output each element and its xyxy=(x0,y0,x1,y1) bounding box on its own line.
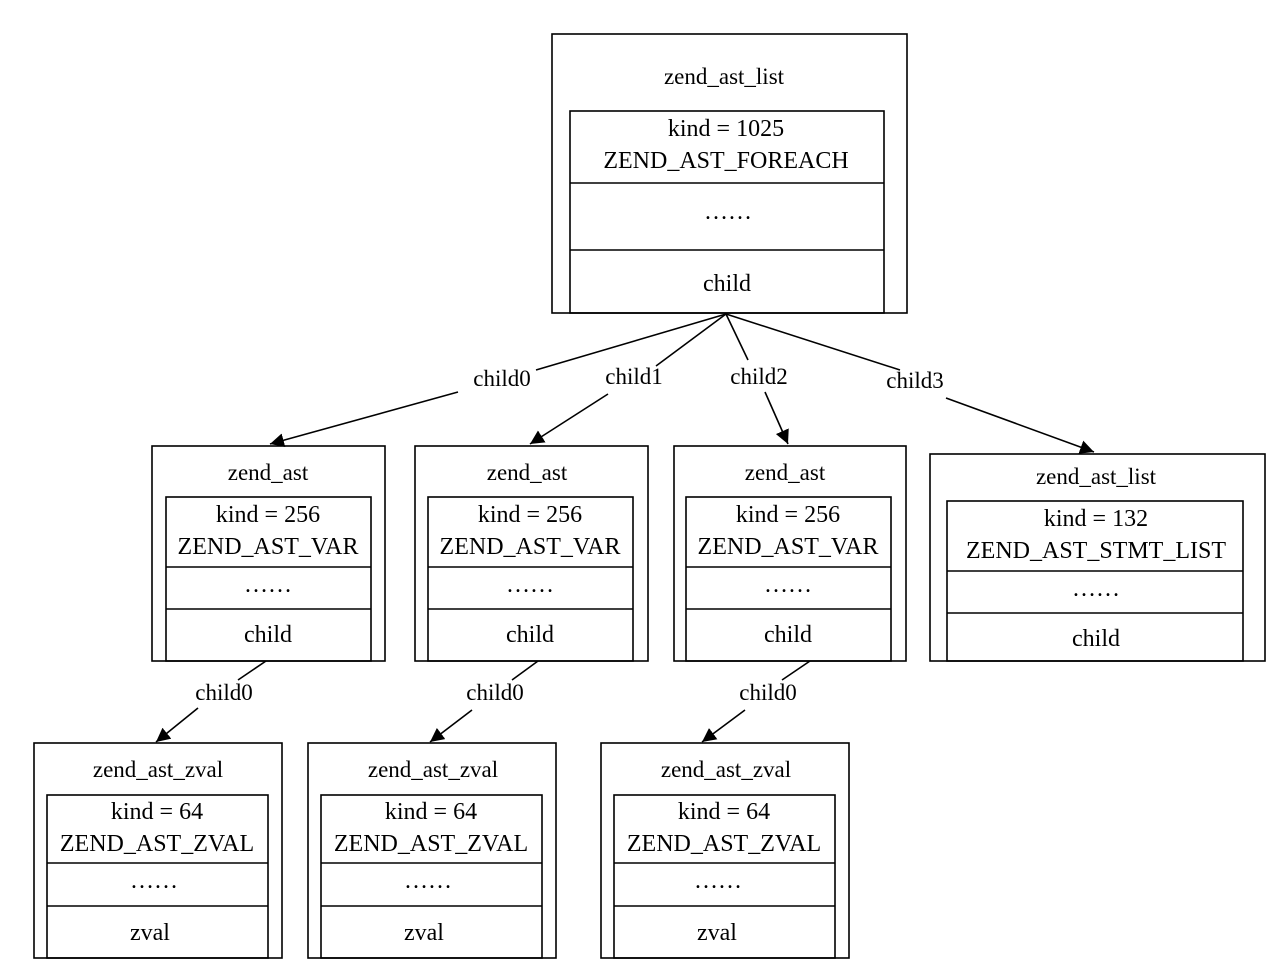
node-zval0-title: zend_ast_zval xyxy=(93,757,223,782)
node-list3 xyxy=(929,453,1266,662)
node-zval2 xyxy=(600,742,850,959)
edge-var2-zval2 xyxy=(781,660,811,681)
edge-var1-zval1 xyxy=(511,660,539,681)
edge-var0-zval0-arrow xyxy=(155,707,199,743)
edge-var0-zval0 xyxy=(237,660,267,681)
node-var0-title: zend_ast xyxy=(228,460,309,485)
edge-label-var1-child0: child0 xyxy=(466,680,524,705)
edge-label-child3: child3 xyxy=(886,368,944,393)
node-var1 xyxy=(414,445,649,662)
node-var1-title: zend_ast xyxy=(487,460,568,485)
edge-root-var0 xyxy=(535,313,727,371)
node-root-child: child xyxy=(703,271,751,297)
node-zval0-zval: zval xyxy=(130,920,170,946)
edge-label-child2: child2 xyxy=(730,364,788,389)
edge-root-var1 xyxy=(655,313,727,367)
node-var1-kind: kind = 256 xyxy=(478,502,582,528)
node-zval1-kind-name: ZEND_AST_ZVAL xyxy=(334,831,528,857)
node-var2-child: child xyxy=(764,622,812,648)
node-var2-kind-name: ZEND_AST_VAR xyxy=(698,534,879,560)
node-var0-dots: …… xyxy=(244,572,292,598)
node-zval1-title: zend_ast_zval xyxy=(368,757,498,782)
edge-root-list3 xyxy=(725,313,901,371)
node-root-kind-name: ZEND_AST_FOREACH xyxy=(603,148,848,174)
node-root-dots: …… xyxy=(704,199,752,225)
node-zval0 xyxy=(33,742,283,959)
edge-root-var2-arrow xyxy=(764,391,789,445)
node-var1-dots: …… xyxy=(506,572,554,598)
edge-var2-zval2-arrow xyxy=(701,709,746,743)
edge-label-var0-child0: child0 xyxy=(195,680,253,705)
node-zval1-dots: …… xyxy=(404,868,452,894)
node-zval1 xyxy=(307,742,557,959)
node-var2 xyxy=(673,445,907,662)
node-list3-kind-name: ZEND_AST_STMT_LIST xyxy=(966,538,1226,564)
node-zval2-title: zend_ast_zval xyxy=(661,757,791,782)
node-var2-dots: …… xyxy=(764,572,812,598)
node-zval1-kind: kind = 64 xyxy=(385,799,477,825)
node-var2-title: zend_ast xyxy=(745,460,826,485)
node-list3-title: zend_ast_list xyxy=(1036,464,1157,489)
node-zval2-zval: zval xyxy=(697,920,737,946)
node-var0-kind: kind = 256 xyxy=(216,502,320,528)
node-root-kind: kind = 1025 xyxy=(668,116,784,142)
node-zval2-dots: …… xyxy=(694,868,742,894)
edge-label-child0: child0 xyxy=(473,366,531,391)
node-zval1-zval: zval xyxy=(404,920,444,946)
node-root xyxy=(551,33,908,314)
edge-root-var2 xyxy=(725,313,749,361)
node-list3-child: child xyxy=(1072,626,1120,652)
node-var0-kind-name: ZEND_AST_VAR xyxy=(178,534,359,560)
edge-root-var1-arrow xyxy=(529,393,609,445)
edge-root-list3-arrow xyxy=(945,397,1095,454)
edge-var1-zval1-arrow xyxy=(429,709,473,743)
node-zval2-kind: kind = 64 xyxy=(678,799,770,825)
node-list3-dots: …… xyxy=(1072,576,1120,602)
node-zval2-kind-name: ZEND_AST_ZVAL xyxy=(627,831,821,857)
node-var1-child: child xyxy=(506,622,554,648)
edge-label-var2-child0: child0 xyxy=(739,680,797,705)
edge-root-var0-arrow xyxy=(269,391,459,448)
node-zval0-dots: …… xyxy=(130,868,178,894)
node-var0 xyxy=(151,445,386,662)
node-list3-kind: kind = 132 xyxy=(1044,506,1148,532)
node-zval0-kind: kind = 64 xyxy=(111,799,203,825)
node-var2-kind: kind = 256 xyxy=(736,502,840,528)
node-var1-kind-name: ZEND_AST_VAR xyxy=(440,534,621,560)
edge-label-child1: child1 xyxy=(605,364,663,389)
node-root-title: zend_ast_list xyxy=(664,64,785,89)
node-zval0-kind-name: ZEND_AST_ZVAL xyxy=(60,831,254,857)
node-var0-child: child xyxy=(244,622,292,648)
